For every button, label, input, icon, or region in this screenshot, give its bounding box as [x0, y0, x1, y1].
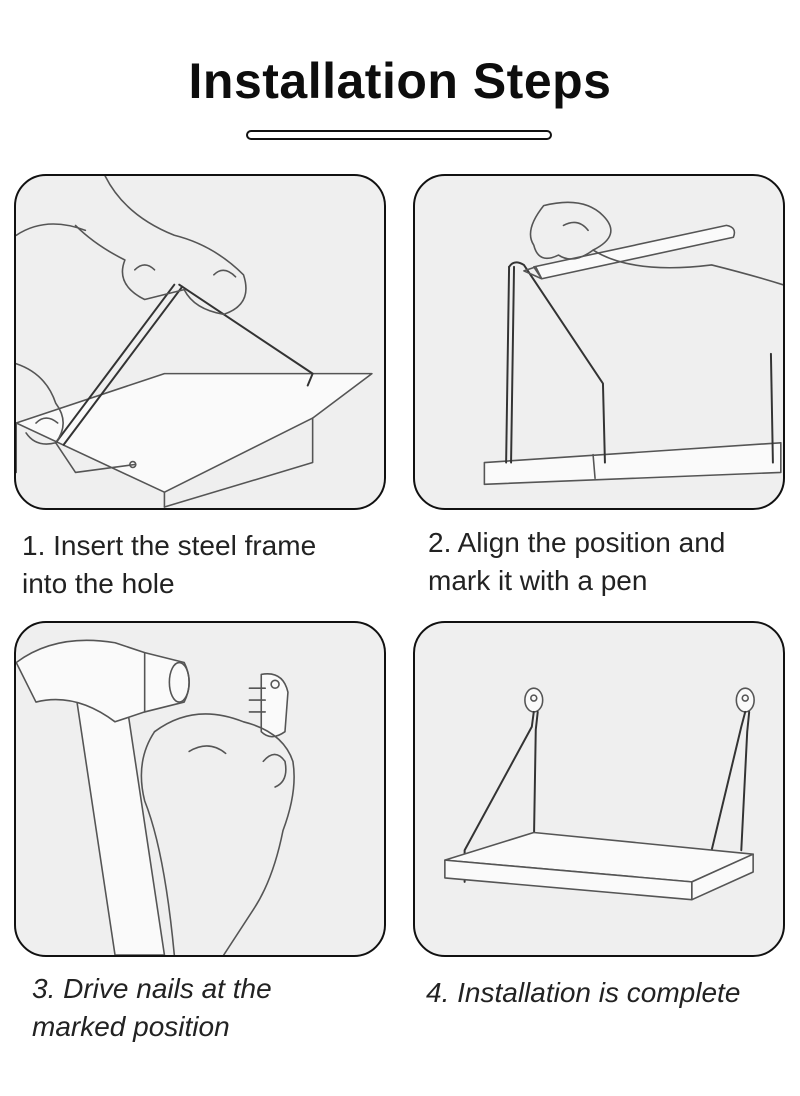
hammer-driving-nail-icon — [16, 639, 295, 955]
step-3-caption: 3. Drive nails at the marked position — [32, 970, 272, 1046]
step-1-caption: 1. Insert the steel frame into the hole — [22, 527, 316, 603]
step-1-caption-line-2: into the hole — [22, 568, 175, 599]
step-4-caption: 4. Installation is complete — [426, 974, 740, 1012]
page-title: Installation Steps — [188, 53, 612, 109]
step-3-caption-line-1: 3. Drive nails at the — [32, 973, 272, 1004]
step-3-caption-line-2: marked position — [32, 1011, 230, 1042]
step-4-caption-line-1: 4. Installation is complete — [426, 977, 741, 1008]
step-2-caption-line-1: 2. Align the position and — [428, 527, 726, 558]
title-underline — [246, 130, 552, 140]
pen-marking-wall-icon — [483, 201, 783, 486]
step-2-caption-line-2: mark it with a pen — [428, 565, 648, 596]
step-2-illustration — [413, 174, 785, 510]
step-4-illustration — [413, 621, 785, 957]
installed-shelf-icon — [444, 687, 755, 901]
hand-inserting-frame-icon — [16, 176, 373, 508]
step-1-caption-line-1: 1. Insert the steel frame — [22, 530, 317, 561]
step-2-caption: 2. Align the position and mark it with a… — [428, 524, 725, 600]
step-3-illustration — [14, 621, 386, 957]
step-1-illustration — [14, 174, 386, 510]
